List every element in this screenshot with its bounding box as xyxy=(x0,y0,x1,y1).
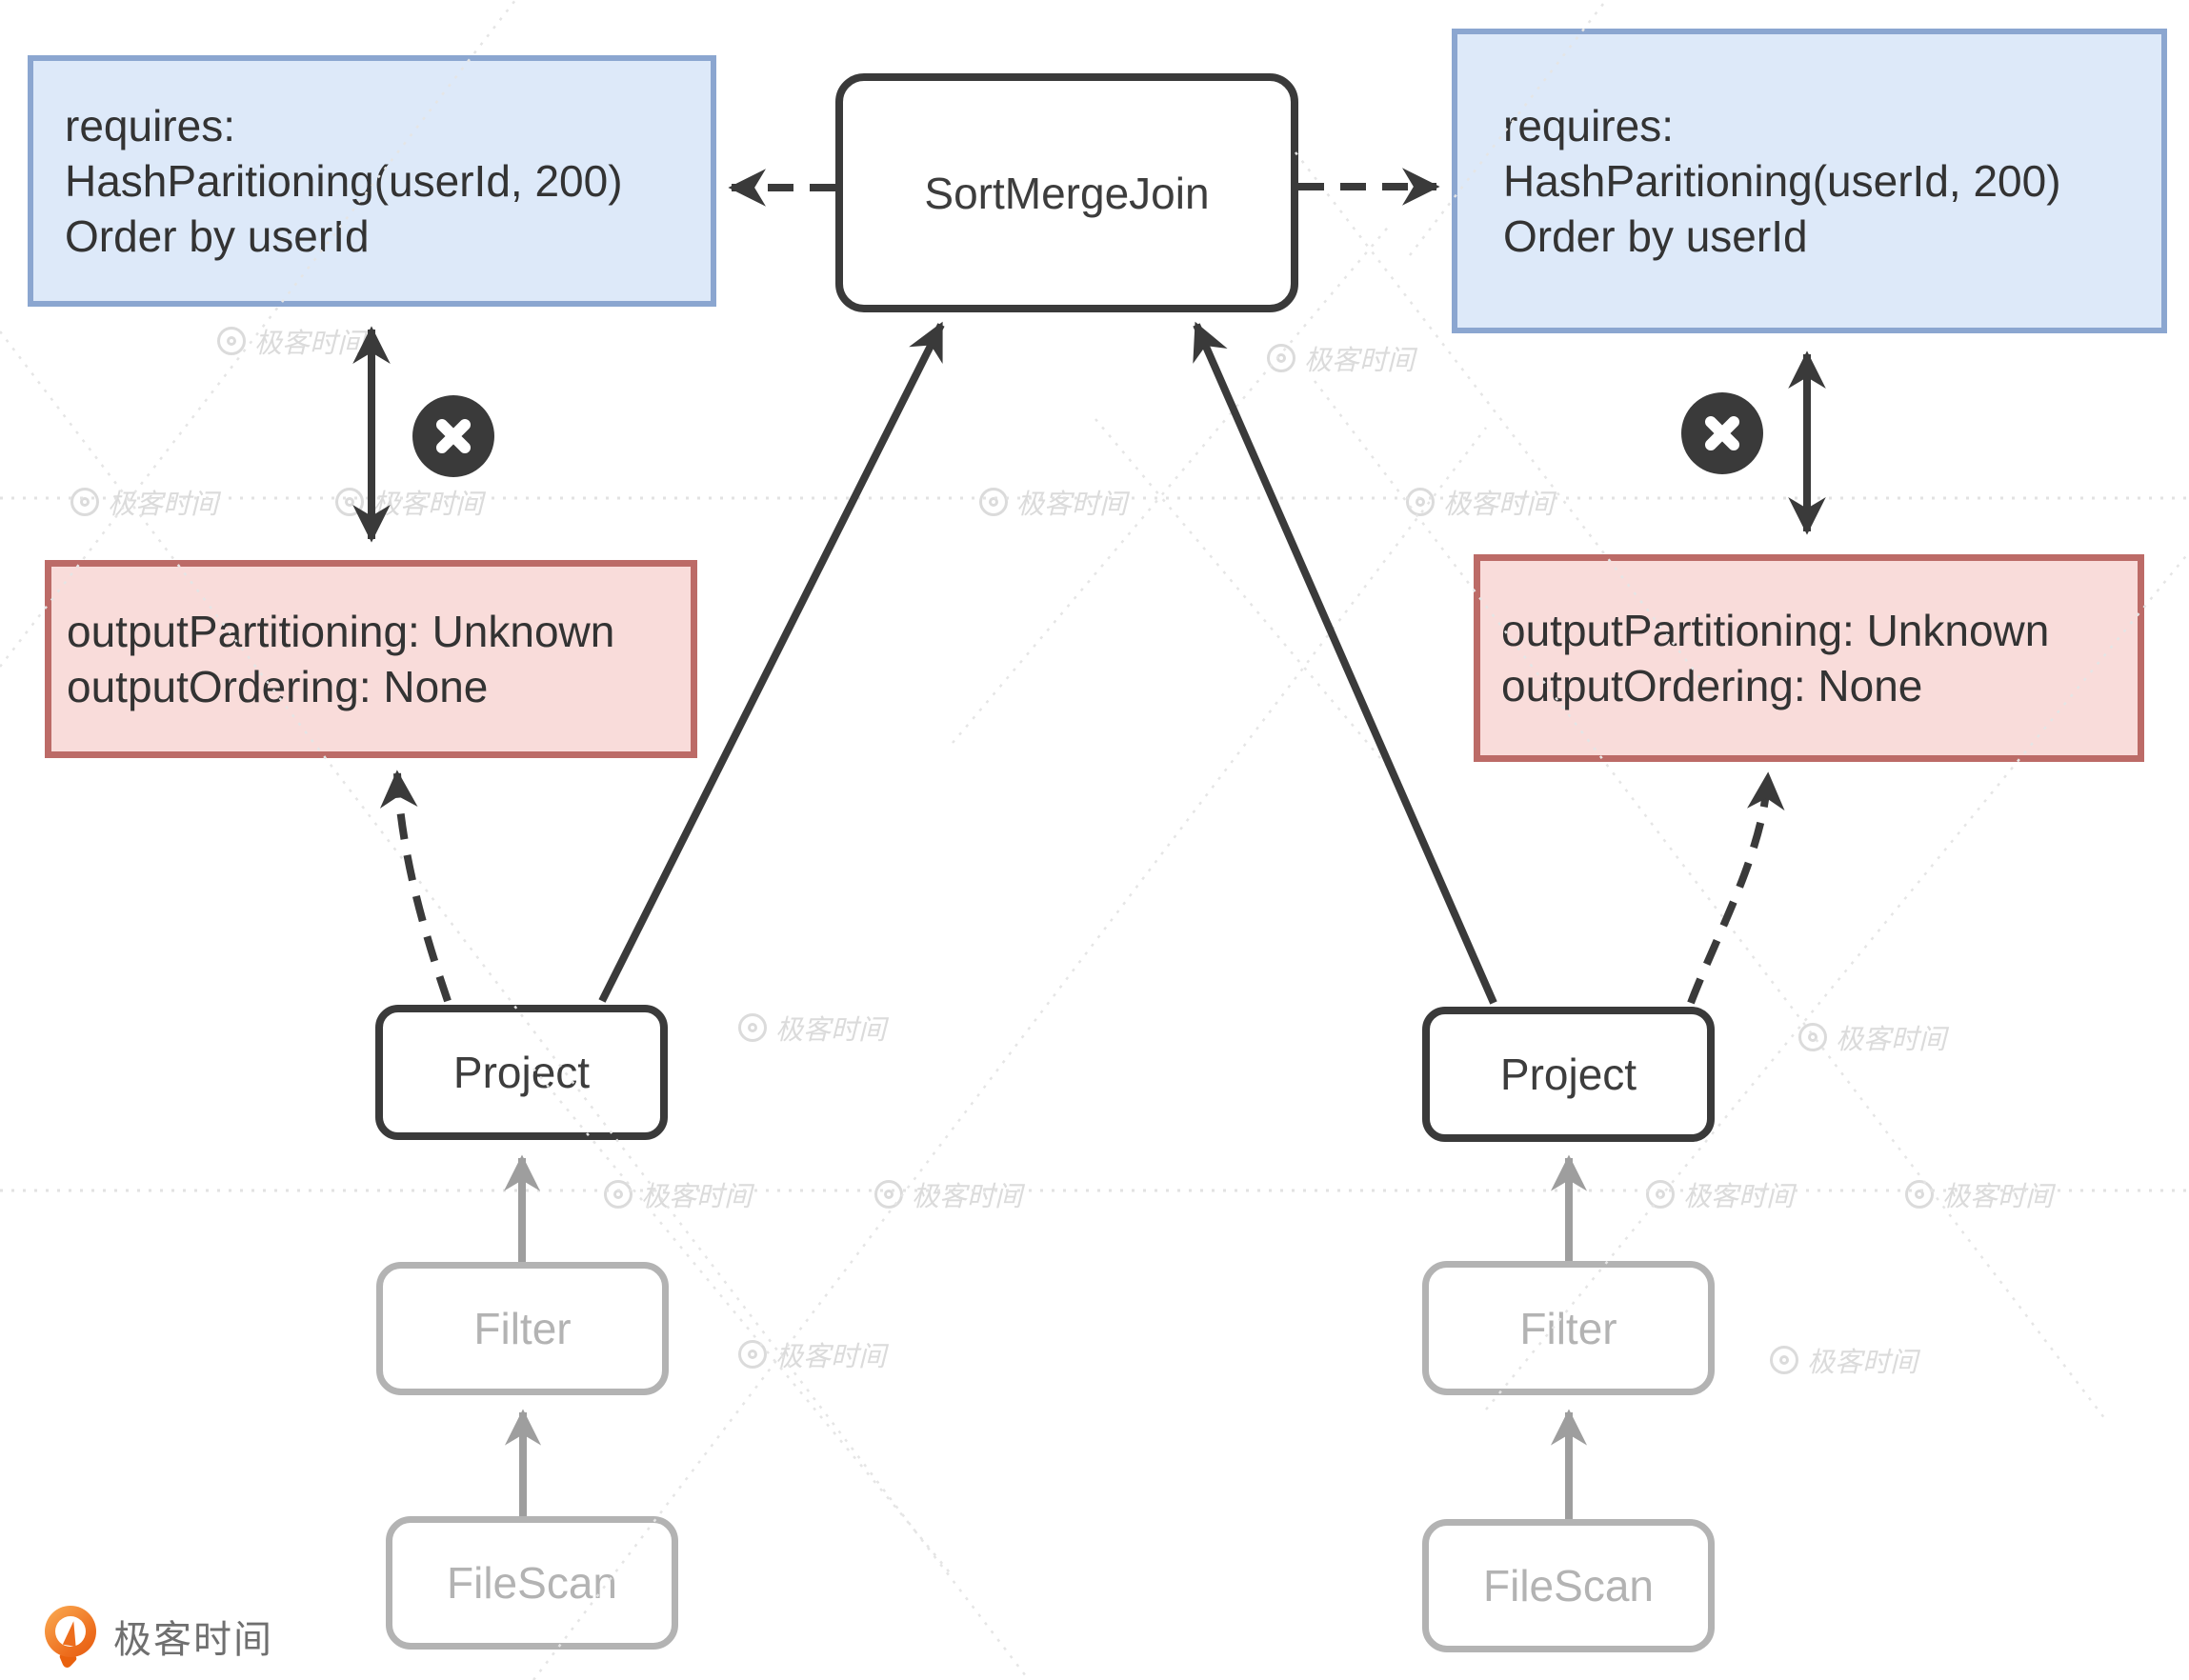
project-node-left: Project xyxy=(375,1005,668,1140)
project-label: Project xyxy=(1499,1050,1637,1099)
mismatch-cross-icon-left xyxy=(412,395,494,477)
output-partitioning-box-right: outputPartitioning: Unknown outputOrderi… xyxy=(1474,554,2144,762)
output-partitioning-box-left: outputPartitioning: Unknown outputOrderi… xyxy=(45,560,697,758)
requires-line: HashParitioning(userId, 200) xyxy=(1503,156,2061,206)
project-node-right: Project xyxy=(1422,1007,1715,1142)
project-label: Project xyxy=(452,1048,591,1097)
geektime-logo: 极客时间 xyxy=(45,1606,273,1671)
filescan-label: FileScan xyxy=(447,1558,617,1608)
filter-label: Filter xyxy=(1519,1303,1617,1353)
arrow-left-project-to-join xyxy=(598,321,945,1003)
filter-node-right: Filter xyxy=(1422,1261,1715,1395)
output-line: outputOrdering: None xyxy=(1501,661,1923,710)
requires-line: requires: xyxy=(1503,101,1674,150)
requires-line: requires: xyxy=(65,101,235,150)
requires-box-left: requires: HashParitioning(userId, 200) O… xyxy=(28,55,716,307)
requires-line: HashParitioning(userId, 200) xyxy=(65,156,623,206)
sort-merge-join-label: SortMergeJoin xyxy=(924,168,1210,218)
requires-box-right: requires: HashParitioning(userId, 200) O… xyxy=(1452,29,2167,333)
output-line: outputPartitioning: Unknown xyxy=(1501,606,2050,655)
mismatch-cross-icon-right xyxy=(1681,392,1763,474)
requires-line: Order by userId xyxy=(65,211,370,261)
sort-merge-join-node: SortMergeJoin xyxy=(835,73,1298,312)
output-line: outputOrdering: None xyxy=(67,662,489,711)
arrow-right-project-to-output xyxy=(1687,771,1785,1005)
geektime-logo-text: 极客时间 xyxy=(113,1619,273,1661)
requires-line: Order by userId xyxy=(1503,211,1808,261)
output-line: outputPartitioning: Unknown xyxy=(67,607,615,656)
filescan-node-left: FileScan xyxy=(386,1516,678,1650)
filter-node-left: Filter xyxy=(376,1262,669,1395)
geektime-logo-icon xyxy=(45,1606,98,1671)
filescan-label: FileScan xyxy=(1483,1561,1654,1610)
arrow-right-project-to-join xyxy=(1193,321,1497,1005)
arrow-left-project-to-output xyxy=(379,770,452,1003)
filescan-node-right: FileScan xyxy=(1422,1519,1715,1652)
filter-label: Filter xyxy=(473,1304,572,1353)
